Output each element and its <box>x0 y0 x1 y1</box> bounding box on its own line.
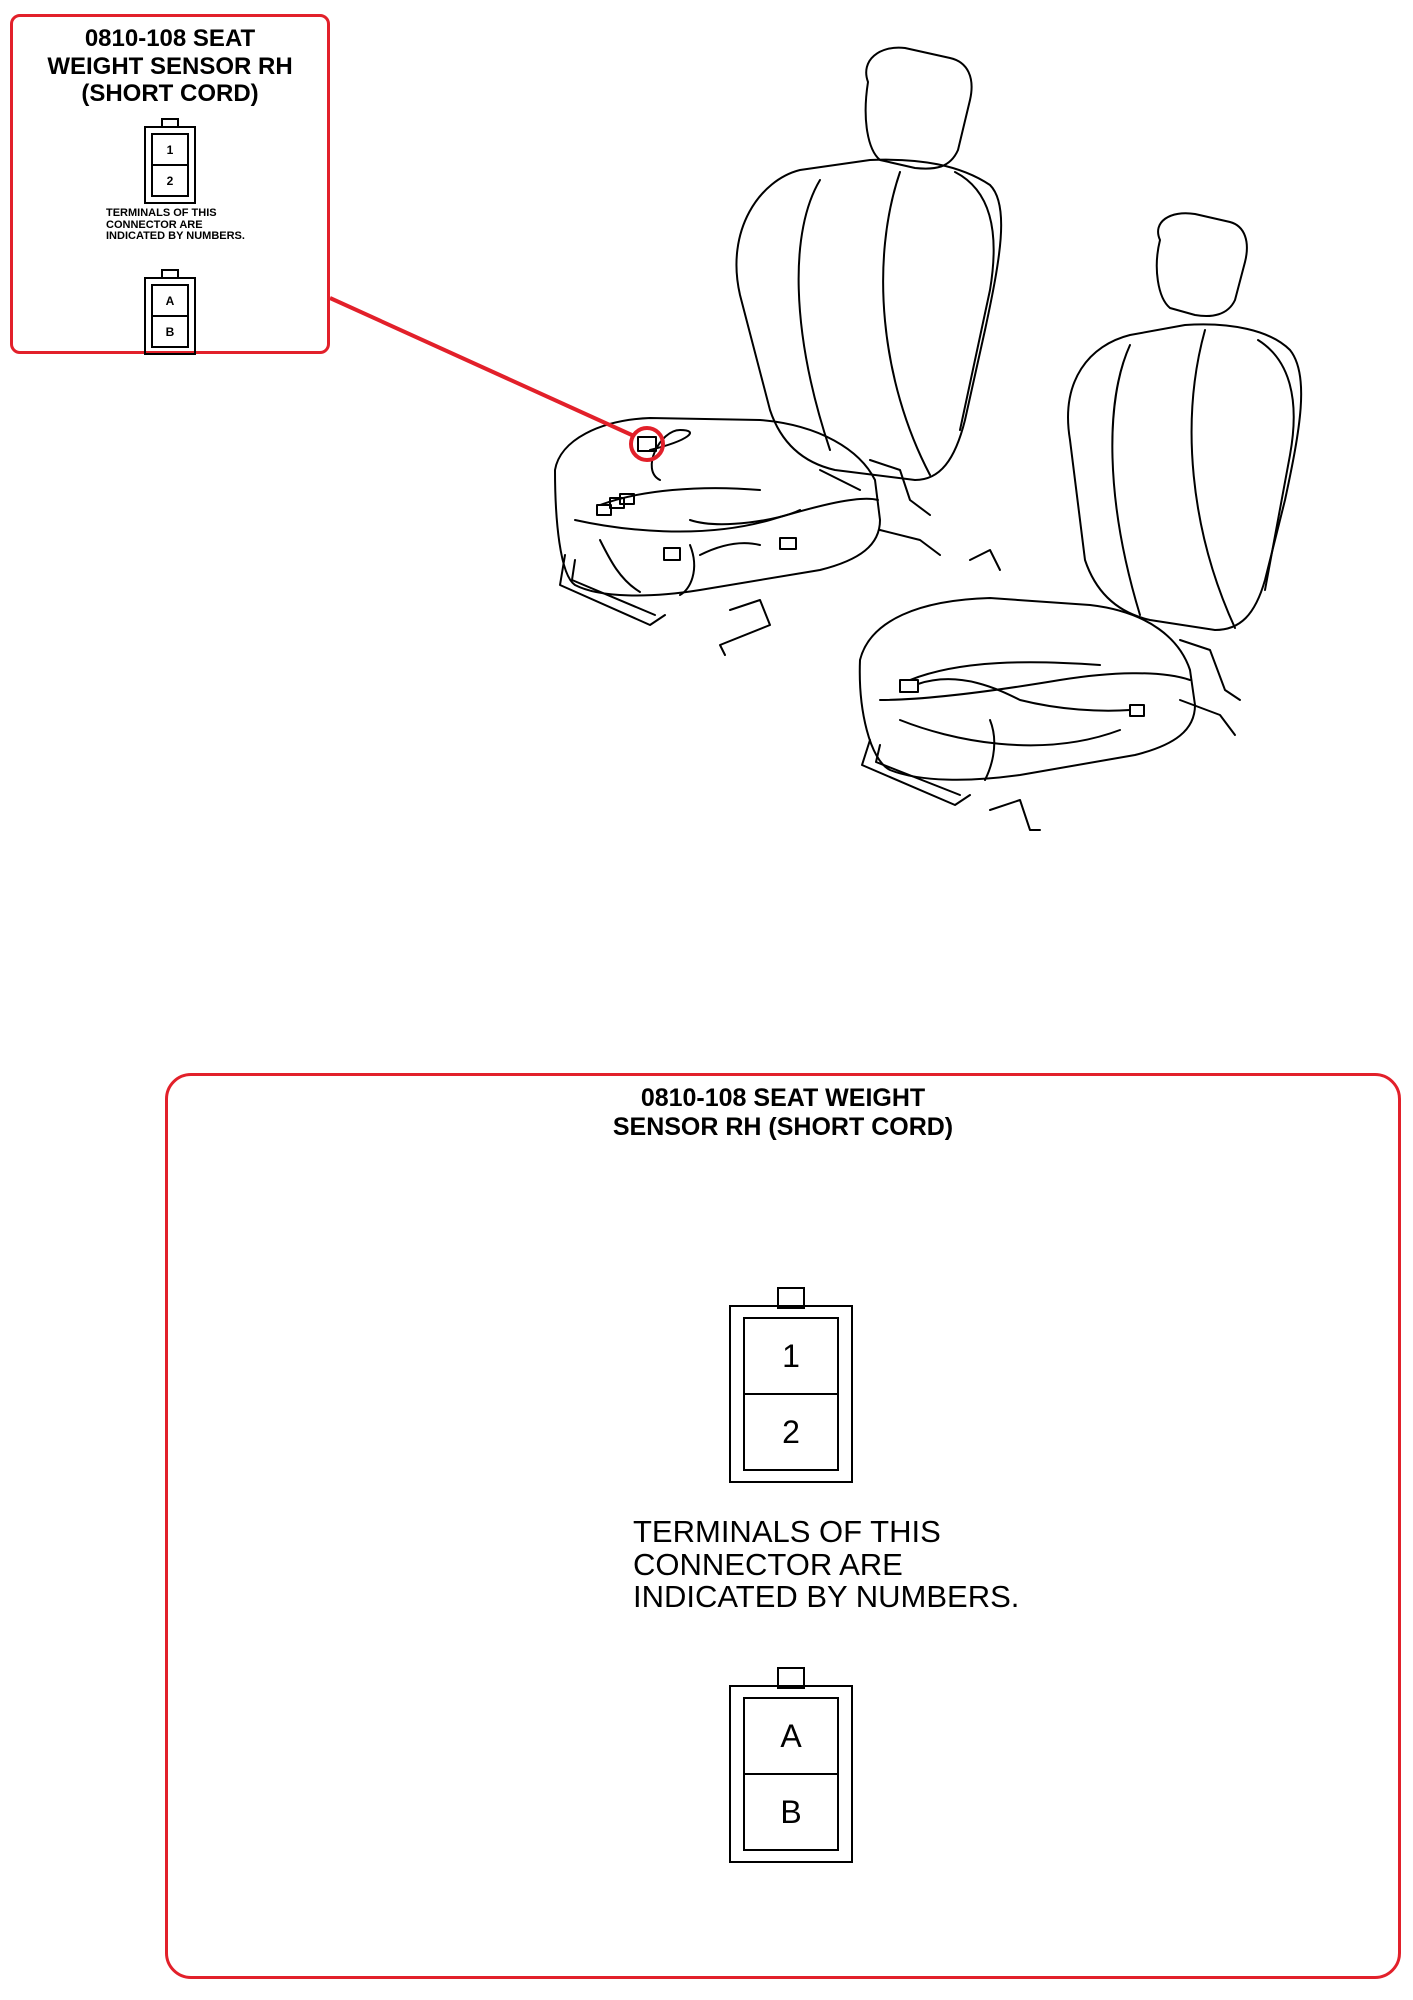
left-seat-backrest <box>735 158 1003 481</box>
connector-numbered-small: 1 2 <box>144 118 196 204</box>
callout-large-title: 0810-108 SEAT WEIGHT SENSOR RH (SHORT CO… <box>612 1084 954 1141</box>
callout-leader-line <box>329 296 635 438</box>
right-seat-backrest <box>1067 323 1303 631</box>
terminal-label: 2 <box>782 1413 800 1450</box>
terminal-label: B <box>780 1793 802 1830</box>
connector-highlight-circle <box>629 426 665 462</box>
terminal-label: 2 <box>166 173 174 188</box>
callout-small-title: 0810-108 SEAT WEIGHT SENSOR RH (SHORT CO… <box>47 25 293 108</box>
terminal-label: 1 <box>782 1337 800 1374</box>
terminal-label: A <box>780 1717 802 1754</box>
right-seat-cushion <box>858 597 1196 781</box>
connector-numbered-large: 1 2 <box>729 1287 853 1483</box>
terminal-label: A <box>165 293 175 308</box>
connector-lettered-small: A B <box>144 269 196 355</box>
left-seat-cushion <box>554 417 881 597</box>
terminal-label: B <box>165 324 175 339</box>
callout-small-note: TERMINALS OF THIS CONNECTOR ARE INDICATE… <box>106 207 245 243</box>
callout-small: 0810-108 SEAT WEIGHT SENSOR RH (SHORT CO… <box>10 14 330 355</box>
right-seat-headrest <box>1155 212 1248 318</box>
terminal-label: 1 <box>166 142 174 157</box>
connector-lettered-large: A B <box>729 1667 853 1863</box>
callout-large-note: TERMINALS OF THIS CONNECTOR ARE INDICATE… <box>633 1514 1020 1615</box>
left-seat-headrest <box>864 46 973 170</box>
callout-large: 0810-108 SEAT WEIGHT SENSOR RH (SHORT CO… <box>165 1073 1401 1979</box>
